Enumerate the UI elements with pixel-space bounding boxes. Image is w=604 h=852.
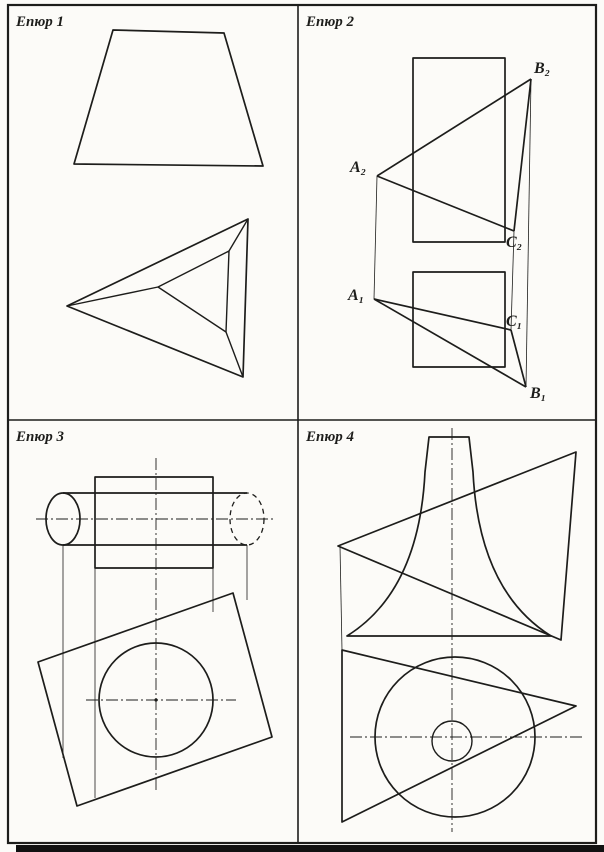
plate-front-view [412, 57, 506, 243]
plate-front-view-3 [94, 476, 214, 569]
edge-A1-C1 [373, 298, 512, 331]
inclined-plate-top-view [37, 592, 273, 807]
scan-edge-bar [16, 845, 604, 852]
label-C1: C₁ [506, 313, 522, 330]
panel-epur-1: Епюр 1 [15, 14, 264, 378]
label-B1: B₁ [529, 385, 546, 402]
label-A2: A₂ [349, 159, 366, 176]
panel-epur-3: Епюр 3 [15, 429, 276, 807]
panel-epur-4: Епюр 4 [305, 428, 585, 832]
connector-C2-C1 [510, 230, 515, 331]
bell-surface-front-view [346, 436, 552, 637]
panel-2-title: Епюр 2 [305, 14, 355, 30]
connector-A2-A1 [373, 175, 378, 300]
edge-A2-B2 [376, 78, 532, 177]
neck-circle-top-view [431, 720, 473, 762]
frustum-edge-top [228, 218, 249, 252]
panel-1-title: Епюр 1 [15, 14, 64, 30]
label-A1: A₁ [347, 287, 364, 304]
plate-top-view [412, 271, 506, 368]
edge-B1-A1 [373, 298, 527, 388]
label-C2: C₂ [506, 234, 522, 251]
frustum-inner-triangle [157, 250, 230, 333]
edge-C1-B1 [510, 329, 527, 388]
panel-epur-2: Епюр 2 B₂ A₂ C₂ A₁ C₁ B₁ [305, 14, 550, 402]
connector-plane-left [339, 545, 343, 651]
frustum-edge-left [66, 286, 159, 307]
panel-4-title: Епюр 4 [305, 429, 355, 445]
frustum-edge-bottom [225, 331, 244, 378]
panel-3-title: Епюр 3 [15, 429, 65, 445]
edge-C2-A2 [376, 175, 515, 232]
frustum-outer-triangle [66, 218, 249, 378]
base-circle-top-view [374, 656, 536, 818]
cutting-plane-front-triangle [337, 451, 577, 641]
sheet-frame [6, 3, 604, 852]
label-B2: B₂ [533, 60, 550, 77]
edge-B2-C2 [513, 78, 532, 232]
connector-B2-B1 [525, 78, 532, 388]
pyramid-front-view [73, 29, 264, 167]
cutting-plane-top-triangle [341, 649, 577, 823]
outer-border [6, 3, 598, 845]
